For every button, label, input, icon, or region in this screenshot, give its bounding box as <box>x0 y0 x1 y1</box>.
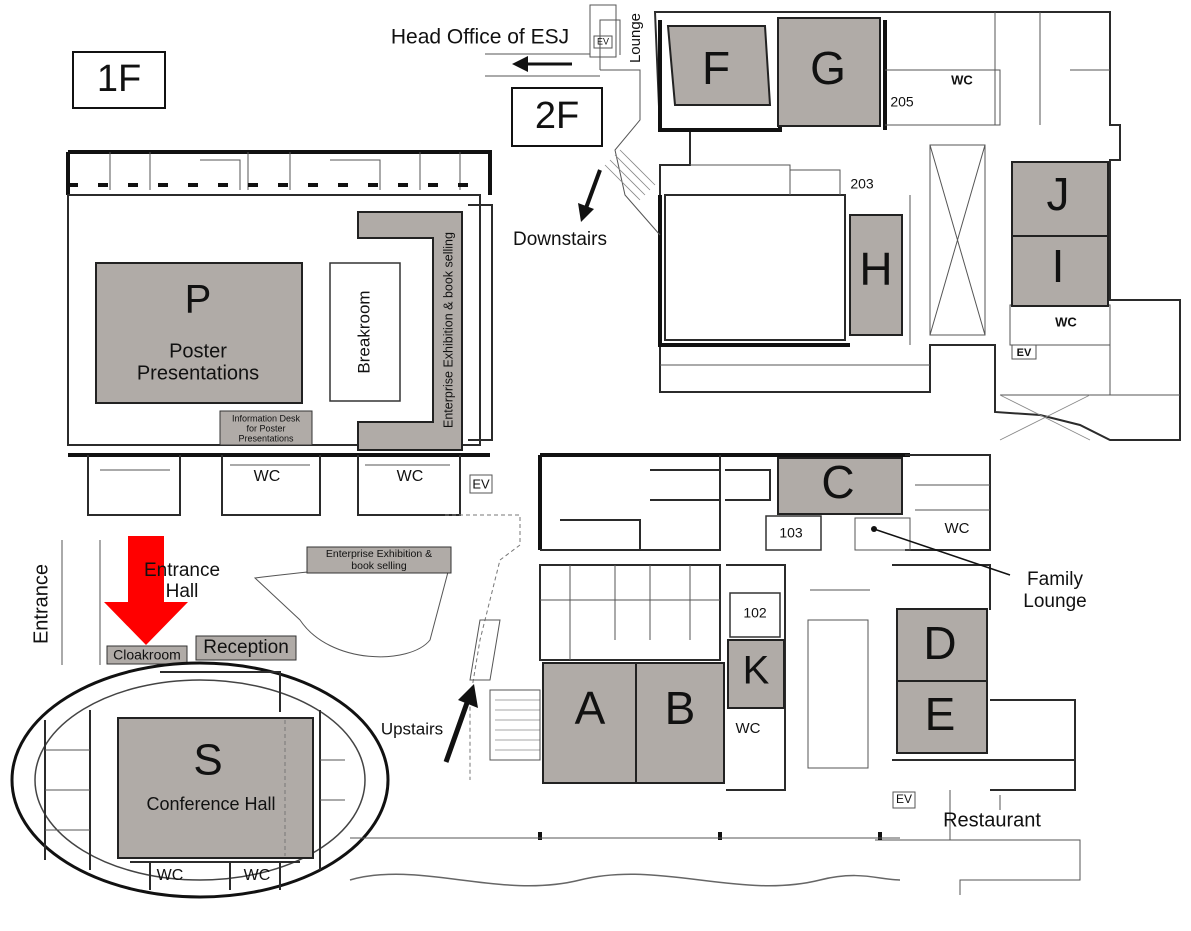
poster-area-shape <box>95 262 303 404</box>
hall-h-label: H <box>859 243 892 295</box>
floor-1f-box <box>72 51 166 109</box>
hall-j-shape <box>1011 161 1109 237</box>
enterprise-horizontal-line1: Enterprise Exhibition & <box>326 548 432 560</box>
room-205-label: 205 <box>890 94 914 110</box>
restaurant-label: Restaurant <box>943 809 1041 831</box>
room-203-label: 203 <box>850 176 874 192</box>
downstairs-arrow-icon <box>584 169 602 209</box>
poster-letter: P <box>185 278 212 322</box>
upstairs-arrow-icon <box>443 699 471 763</box>
hall-c-shape <box>777 457 903 515</box>
enterprise-vertical-label: Enterprise Exhibition & book selling <box>441 232 455 428</box>
wc-conference-left-label: WC <box>157 867 184 884</box>
hall-a-label: A <box>575 682 606 734</box>
head-office-arrowhead-icon <box>512 56 528 72</box>
downstairs-label: Downstairs <box>513 229 607 250</box>
wc-1f-mid-label: WC <box>397 468 424 485</box>
poster-label-line1: Poster <box>169 340 227 362</box>
reception-label: Reception <box>203 637 289 658</box>
ev-1f-left-label: EV <box>472 476 490 491</box>
wc-1f-left-label: WC <box>254 468 281 485</box>
hall-i-label: I <box>1052 240 1065 292</box>
floor-2f-box <box>511 87 603 147</box>
room-103-label: 103 <box>779 525 803 541</box>
poster-block: P Poster Presentations Breakroom Enterpr… <box>66 150 493 516</box>
enterprise-horizontal-shape <box>306 546 452 574</box>
hall-g-label: G <box>810 42 846 94</box>
hall-f-label: F <box>702 42 730 94</box>
floor-1f-label: 1F <box>97 58 141 100</box>
hall-a-shape <box>542 662 637 784</box>
room-103-shape <box>765 515 822 551</box>
breakroom-shape <box>329 262 401 402</box>
floor-2f-label: 2F <box>535 95 579 137</box>
cloakroom-label: Cloakroom <box>113 647 181 663</box>
reception-shape <box>195 635 297 661</box>
hall-i-shape <box>1011 235 1109 307</box>
upstairs-label: Upstairs <box>381 719 443 738</box>
second-floor-plan: F G H J I 205 203 WC WC EV 2F Head Offic… <box>391 4 1181 441</box>
lounge-label: Lounge <box>627 13 644 63</box>
entrance-hall-line1: Entrance <box>144 560 220 581</box>
central-block: C 103 WC Family Lounge A B 102 K WC D E … <box>349 453 1087 895</box>
info-desk-shape <box>219 410 313 446</box>
wc-2f-top-label: WC <box>951 72 973 87</box>
hall-h-shape <box>849 214 903 336</box>
conference-block: S Conference Hall WC WC <box>10 661 390 899</box>
hall-d-shape <box>896 608 988 682</box>
entrance-red-arrow-icon <box>104 536 188 645</box>
wc-c-label: WC <box>945 520 970 537</box>
hall-b-label: B <box>665 682 696 734</box>
head-office-label: Head Office of ESJ <box>391 26 569 49</box>
info-desk-line3: Presentations <box>238 433 294 443</box>
entrance-area: Entrance Entrance Hall Cloakroom Recepti… <box>30 514 521 780</box>
room-102-shape <box>729 592 781 638</box>
enterprise-horizontal-line2: book selling <box>351 560 407 572</box>
hall-e-shape <box>896 680 988 754</box>
hall-g-shape <box>777 17 881 127</box>
hall-j-label: J <box>1047 168 1070 220</box>
family-lounge-line2: Lounge <box>1023 591 1086 612</box>
conference-letter: S <box>193 736 222 785</box>
ev-2f-label: EV <box>1017 347 1032 359</box>
wc-conference-right-label: WC <box>244 867 271 884</box>
hall-k-shape <box>727 639 785 709</box>
poster-label-line2: Presentations <box>137 362 259 384</box>
entrance-hall-line2: Hall <box>166 581 199 602</box>
conference-hall-shape <box>117 717 314 859</box>
entrance-label: Entrance <box>30 564 52 644</box>
conference-label: Conference Hall <box>146 794 275 814</box>
hall-f-shape <box>666 25 772 106</box>
wc-k-label: WC <box>736 720 761 737</box>
hall-e-label: E <box>925 688 956 740</box>
info-desk-line1: Information Desk <box>232 413 301 423</box>
hall-b-shape <box>635 662 725 784</box>
hall-d-label: D <box>923 617 956 669</box>
info-desk-line2: for Poster <box>246 423 285 433</box>
family-lounge-line1: Family <box>1027 569 1083 590</box>
wc-2f-right-label: WC <box>1055 314 1077 329</box>
hall-k-label: K <box>743 649 770 693</box>
cloakroom-shape <box>106 645 188 665</box>
ev-head-office-label: EV <box>597 36 609 46</box>
room-102-label: 102 <box>743 605 767 621</box>
conference-outline <box>10 661 390 899</box>
hall-c-label: C <box>821 456 854 508</box>
breakroom-label: Breakroom <box>354 290 373 373</box>
ev-1f-right-label: EV <box>896 792 912 806</box>
enterprise-vertical-shape <box>357 211 463 451</box>
